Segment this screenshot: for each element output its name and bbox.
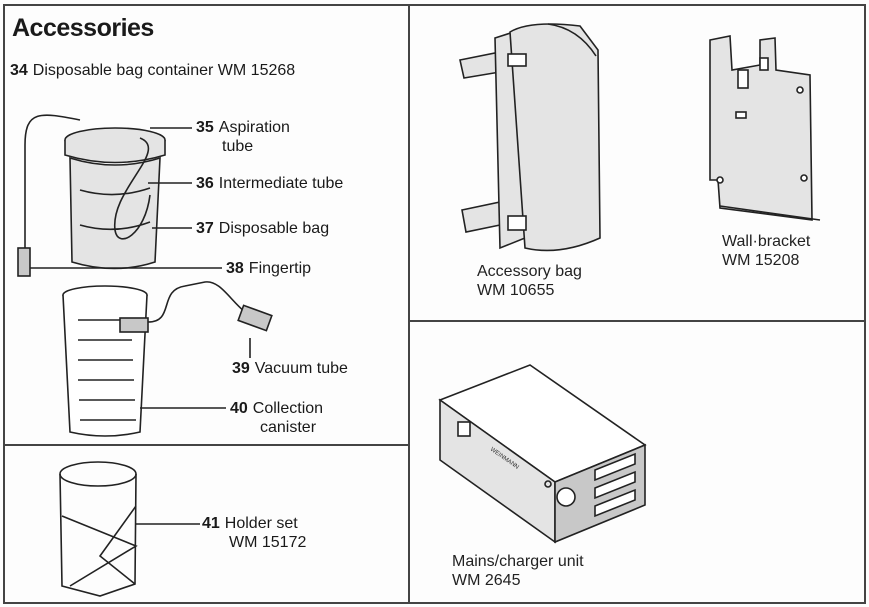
wall-bracket-illustration: [709, 35, 821, 221]
panel-charger: [408, 320, 866, 604]
page-title: Accessories: [12, 14, 154, 42]
disposable-bag-illustration: [17, 114, 273, 437]
charger-unit-illustration: WEINMANN: [438, 364, 647, 544]
accessory-bag-illustration: [459, 23, 601, 252]
holder-set-illustration: [59, 461, 200, 597]
